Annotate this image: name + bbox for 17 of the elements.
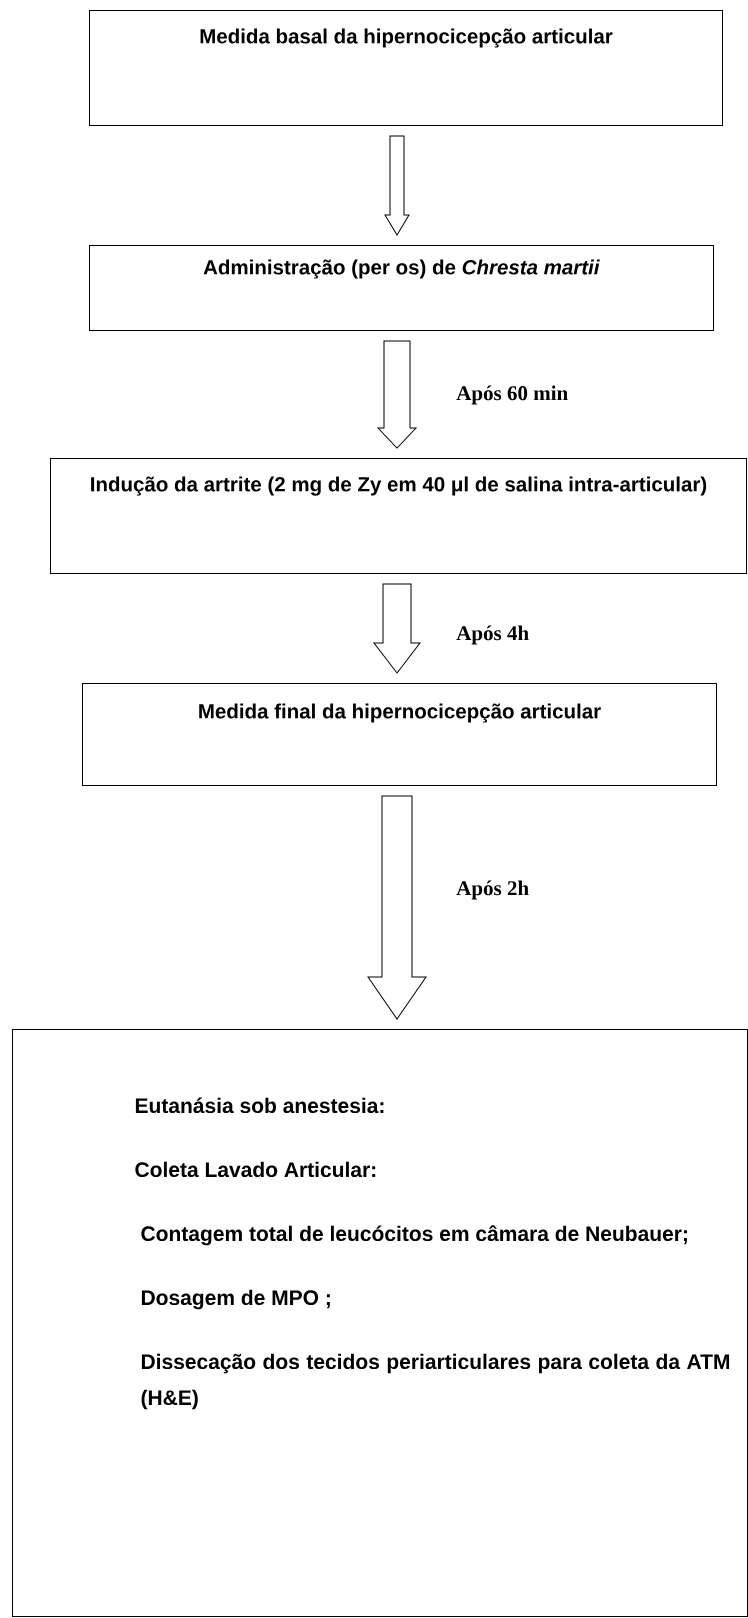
step-text: Dissecação dos tecidos periarticulares para coleta da ATM (H&E)	[141, 1353, 730, 1410]
block-arrow	[377, 340, 417, 449]
process-box: Administração (per os) de Chresta martii	[89, 245, 714, 331]
process-box: Medida basal da hipernocicepção articular	[89, 10, 723, 126]
edge-label: Após 4h	[456, 625, 529, 645]
block-arrow	[373, 583, 421, 674]
process-box	[12, 1029, 748, 1617]
edge-label: Após 2h	[456, 880, 529, 900]
step-text: Dosagem de MPO ;	[141, 1289, 330, 1310]
step-text: Contagem total de leucócitos em câmara de Neubauer;	[141, 1225, 687, 1246]
edge-label: Após 60 min	[456, 385, 568, 405]
step-text: Coleta Lavado Articular:	[135, 1161, 376, 1178]
block-arrow	[367, 795, 427, 1020]
process-box: Indução da artrite (2 mg de Zy em 40 μl de salina intra-articular)	[50, 458, 747, 574]
process-box: Medida final da hipernocicepção articular	[82, 683, 717, 786]
step-text: Eutanásia sob anestesia:	[135, 1097, 384, 1114]
block-arrow	[384, 135, 410, 236]
